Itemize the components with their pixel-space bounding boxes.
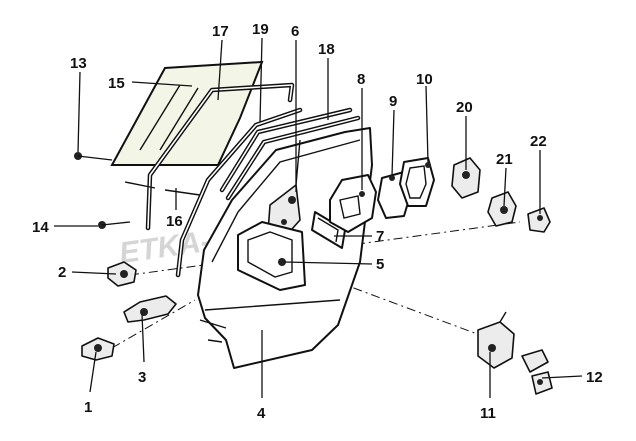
- callout-1: 1: [84, 399, 92, 416]
- part-11-door-lock: [477, 311, 515, 369]
- part-13-bolt: [74, 152, 113, 161]
- part-21-lock-bracket: [487, 191, 517, 227]
- callout-15: 15: [108, 75, 125, 92]
- callout-12: 12: [586, 369, 603, 386]
- callout-9: 9: [389, 93, 397, 110]
- callout-22: 22: [530, 133, 547, 150]
- part-20-striker: [451, 157, 481, 199]
- part-3-door-check: [123, 295, 177, 323]
- callout-11: 11: [480, 405, 496, 422]
- part-15-quarter-glass: [110, 60, 264, 166]
- callout-6: 6: [291, 23, 299, 40]
- callout-8: 8: [357, 71, 365, 88]
- part-5-trim-panel: [237, 221, 306, 291]
- callout-3: 3: [138, 369, 146, 386]
- callout-17: 17: [212, 23, 229, 40]
- part-2-upper-hinge: [107, 261, 137, 287]
- part-8-mirror: [329, 174, 377, 233]
- part-17-vent-frame: [145, 82, 295, 231]
- part-22-cap: [527, 207, 551, 233]
- callout-2: 2: [58, 264, 66, 281]
- callout-16: 16: [166, 213, 183, 230]
- part-16-guide-channel: [124, 181, 201, 196]
- part-1-lower-hinge: [81, 337, 115, 361]
- callout-10: 10: [416, 71, 433, 88]
- part-18-belt-strips: [219, 107, 361, 201]
- callout-14: 14: [32, 219, 49, 236]
- part-12-lock-cylinder: [521, 349, 553, 395]
- callout-21: 21: [496, 151, 513, 168]
- callout-13: 13: [70, 55, 87, 72]
- callout-5: 5: [376, 256, 384, 273]
- callout-4: 4: [257, 405, 266, 422]
- callout-20: 20: [456, 99, 473, 116]
- callout-7: 7: [376, 228, 384, 245]
- callout-18: 18: [318, 41, 335, 58]
- part-10-mirror-cover: [399, 157, 435, 207]
- assembly-line-hinge: [111, 299, 196, 349]
- part-19-glass-run: [175, 107, 303, 278]
- part-14-pin: [98, 221, 131, 229]
- callouts: 1 2 3 4 5 6 7 8 9 10 11 12 13 14 15 16 1: [32, 21, 603, 422]
- callout-19: 19: [252, 21, 269, 38]
